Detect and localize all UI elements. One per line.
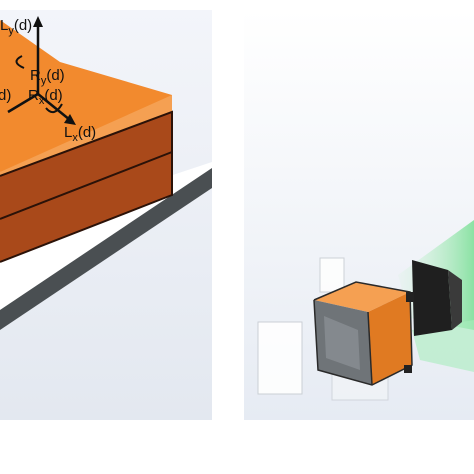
left-panel: Ly(d) Ry(d) d) Rx(d) Lx(d)	[0, 10, 212, 420]
axis-x-arrow	[37, 93, 71, 121]
axis-x-arrowhead	[64, 114, 76, 125]
glass-housing-top	[319, 257, 345, 293]
sensor-lens	[412, 260, 452, 336]
right-panel	[244, 10, 474, 420]
box-top-edge	[0, 95, 172, 176]
label-d-left: d)	[0, 87, 11, 104]
box-outline	[0, 110, 173, 263]
box-front-face	[0, 112, 172, 262]
platform-rail	[0, 168, 212, 330]
rotation-ry-arc	[15, 55, 25, 69]
sensor-lens-side	[448, 270, 462, 330]
sensor-cube-right	[368, 292, 412, 385]
sensor-cube-top	[314, 282, 410, 312]
axis-z-arrow	[7, 92, 39, 114]
sensor-cube-edge	[367, 311, 373, 386]
box-seam-line	[0, 151, 173, 220]
label-ry: Ry(d)	[30, 67, 65, 87]
sensor-screw-bottom	[404, 365, 412, 373]
label-rx: Rx(d)	[28, 87, 63, 107]
label-ly: Ly(d)	[0, 17, 32, 37]
sensor-screw-top	[406, 292, 414, 302]
sensor-cube-front-highlight	[324, 316, 360, 370]
rotation-rx-arc	[45, 103, 63, 114]
label-lx: Lx(d)	[64, 124, 96, 144]
glass-housing-left	[257, 321, 303, 395]
axis-y-arrowhead	[33, 16, 43, 27]
